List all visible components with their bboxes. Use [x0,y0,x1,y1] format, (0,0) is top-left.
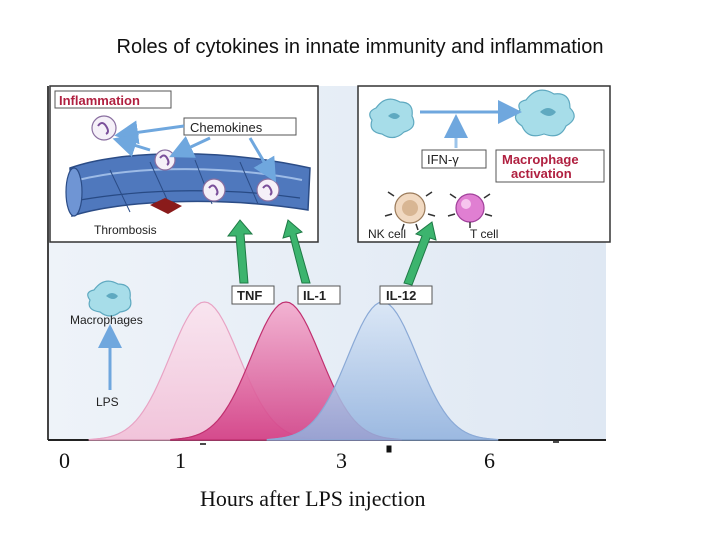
t-cell-icon [447,193,493,228]
page-title: Roles of cytokines in innate immunity an… [116,36,604,58]
green-effect-arrows [227,219,437,286]
il1-label: IL-1 [303,288,326,303]
macrophages-label: Macrophages [70,313,143,327]
blood-vessel-icon [65,153,311,218]
tnf-arrow [227,219,254,284]
macrophage-activation-label-1: Macrophage [502,152,579,167]
t-cell-label: T cell [470,227,498,241]
lps-macrophage-group: Macrophages LPS [70,280,143,409]
tnf-label: TNF [237,288,262,303]
chemokines-label: Chemokines [190,120,263,135]
chemokine-arrows [112,120,277,183]
inflammation-heading: Inflammation [59,93,140,108]
x-tick-1: 1 [175,448,186,473]
macrophage-icon [369,98,415,139]
il1-arrow [282,219,311,284]
inflammation-panel: Inflammation Chemokines T [49,85,319,243]
lps-label: LPS [96,395,119,409]
nk-cell-icon [384,191,436,231]
cytokine-curves [88,301,499,441]
nk-cell-label: NK cell [368,227,406,241]
macrophage-activation-label-2: activation [511,166,572,181]
thrombosis-label: Thrombosis [94,223,157,237]
x-tick-3: 3 [336,448,347,473]
ifn-gamma-label: IFN-γ [427,152,459,167]
il12-label: IL-12 [386,288,416,303]
il12-arrow [403,221,437,286]
tick-marks [200,441,559,453]
resting-macrophage-icon [87,280,132,317]
x-axis-label: Hours after LPS injection [200,486,426,511]
macrophage-activation-panel: IFN-γ Macrophage activation NK cell T ce… [357,85,611,243]
cytokine-labels: TNF IL-1 IL-12 [231,285,433,305]
x-tick-0: 0 [59,448,70,473]
x-tick-6: 6 [484,448,495,473]
